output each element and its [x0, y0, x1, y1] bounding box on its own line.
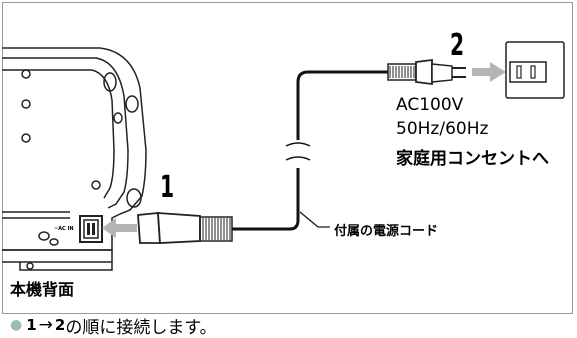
wall-outlet [505, 41, 565, 99]
instruction-footer: ● 1 → 2 の順に接続します。 [10, 314, 217, 338]
cord-label-leader [299, 211, 330, 228]
stereo-unit-illustration [2, 47, 147, 271]
footer-step-2: 2 [54, 316, 66, 334]
bullet-icon: ● [10, 317, 23, 333]
ac-in-socket [79, 215, 103, 243]
wall-plug [387, 58, 466, 86]
footer-step-1: 1 [26, 316, 37, 334]
outlet-spec-destination: 家庭用コンセントへ [396, 149, 549, 169]
cord-break-mark [285, 142, 311, 161]
appliance-plug [137, 212, 233, 244]
cord-label: 付属の電源コード [334, 224, 439, 239]
outlet-spec-voltage: AC100V [396, 95, 464, 115]
step-number-2: 2 [450, 28, 465, 63]
insert-arrow-1 [102, 218, 137, 238]
step-number-1: 1 [160, 170, 175, 205]
right-arrow-icon: → [38, 315, 53, 335]
insert-arrow-2 [472, 62, 506, 82]
power-cord [232, 70, 388, 231]
unit-back-label: 本機背面 [10, 280, 75, 299]
ac-in-label: ~AC IN [54, 226, 74, 232]
footer-text: の順に接続します。 [65, 317, 217, 338]
outlet-spec-frequency: 50Hz/60Hz [396, 119, 489, 139]
